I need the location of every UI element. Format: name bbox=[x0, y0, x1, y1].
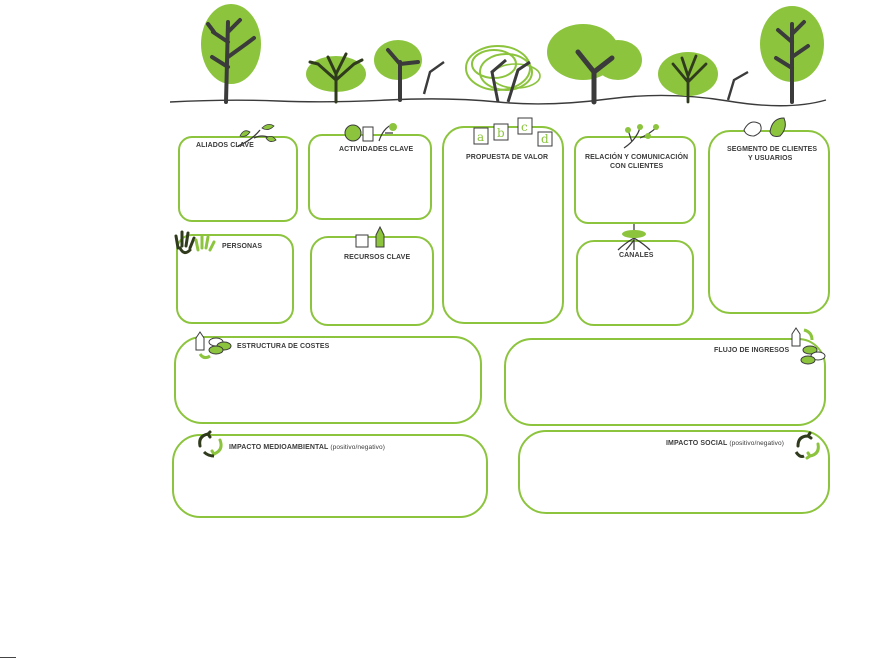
hands-icon bbox=[174, 228, 216, 256]
tools-icon bbox=[343, 121, 399, 145]
birds-icon bbox=[740, 112, 790, 140]
impacto-medioambiental-sub: (positivo/negativo) bbox=[330, 444, 385, 451]
relacion-clientes-label-line1: RELACIÓN Y COMUNICACIÓN bbox=[585, 153, 688, 162]
svg-text:d: d bbox=[541, 132, 549, 146]
estructura-costes-label: ESTRUCTURA DE COSTES bbox=[237, 342, 329, 351]
actividades-clave-label: ACTIVIDADES CLAVE bbox=[339, 145, 413, 154]
segmento-clientes-label-line2: Y USUARIOS bbox=[748, 154, 792, 163]
segmento-clientes-label-line1: SEGMENTO DE CLIENTES bbox=[727, 145, 817, 154]
coins-icon bbox=[786, 322, 828, 366]
recursos-clave-label: RECURSOS CLAVE bbox=[344, 253, 410, 262]
canales-label: CANALES bbox=[619, 251, 654, 260]
roots-icon bbox=[614, 222, 654, 252]
sprout-icon bbox=[232, 120, 280, 150]
svg-text:a: a bbox=[477, 130, 484, 144]
branches-icon bbox=[618, 120, 662, 152]
impacto-medioambiental-title: IMPACTO MEDIOAMBIENTAL bbox=[229, 444, 328, 451]
relacion-clientes-label-line2: CON CLIENTES bbox=[610, 162, 663, 171]
svg-text:c: c bbox=[521, 120, 528, 134]
impacto-social-title: IMPACTO SOCIAL bbox=[666, 440, 727, 447]
recycle-icon bbox=[194, 428, 226, 460]
trees-illustration bbox=[168, 2, 828, 112]
svg-text:b: b bbox=[497, 126, 505, 140]
personas-label: PERSONAS bbox=[222, 242, 262, 251]
bottles-icon bbox=[352, 223, 392, 251]
impacto-social-label: IMPACTO SOCIAL (positivo/negativo) bbox=[666, 439, 784, 448]
coins-icon bbox=[190, 326, 232, 360]
page-corner-rule bbox=[0, 657, 16, 658]
flujo-ingresos-label: FLUJO DE INGRESOS bbox=[714, 346, 789, 355]
impacto-medioambiental-label: IMPACTO MEDIOAMBIENTAL (positivo/negativ… bbox=[229, 443, 385, 452]
propuesta-de-valor-label: PROPUESTA DE VALOR bbox=[466, 153, 548, 162]
recycle-icon bbox=[792, 430, 824, 462]
impacto-social-sub: (positivo/negativo) bbox=[729, 440, 784, 447]
